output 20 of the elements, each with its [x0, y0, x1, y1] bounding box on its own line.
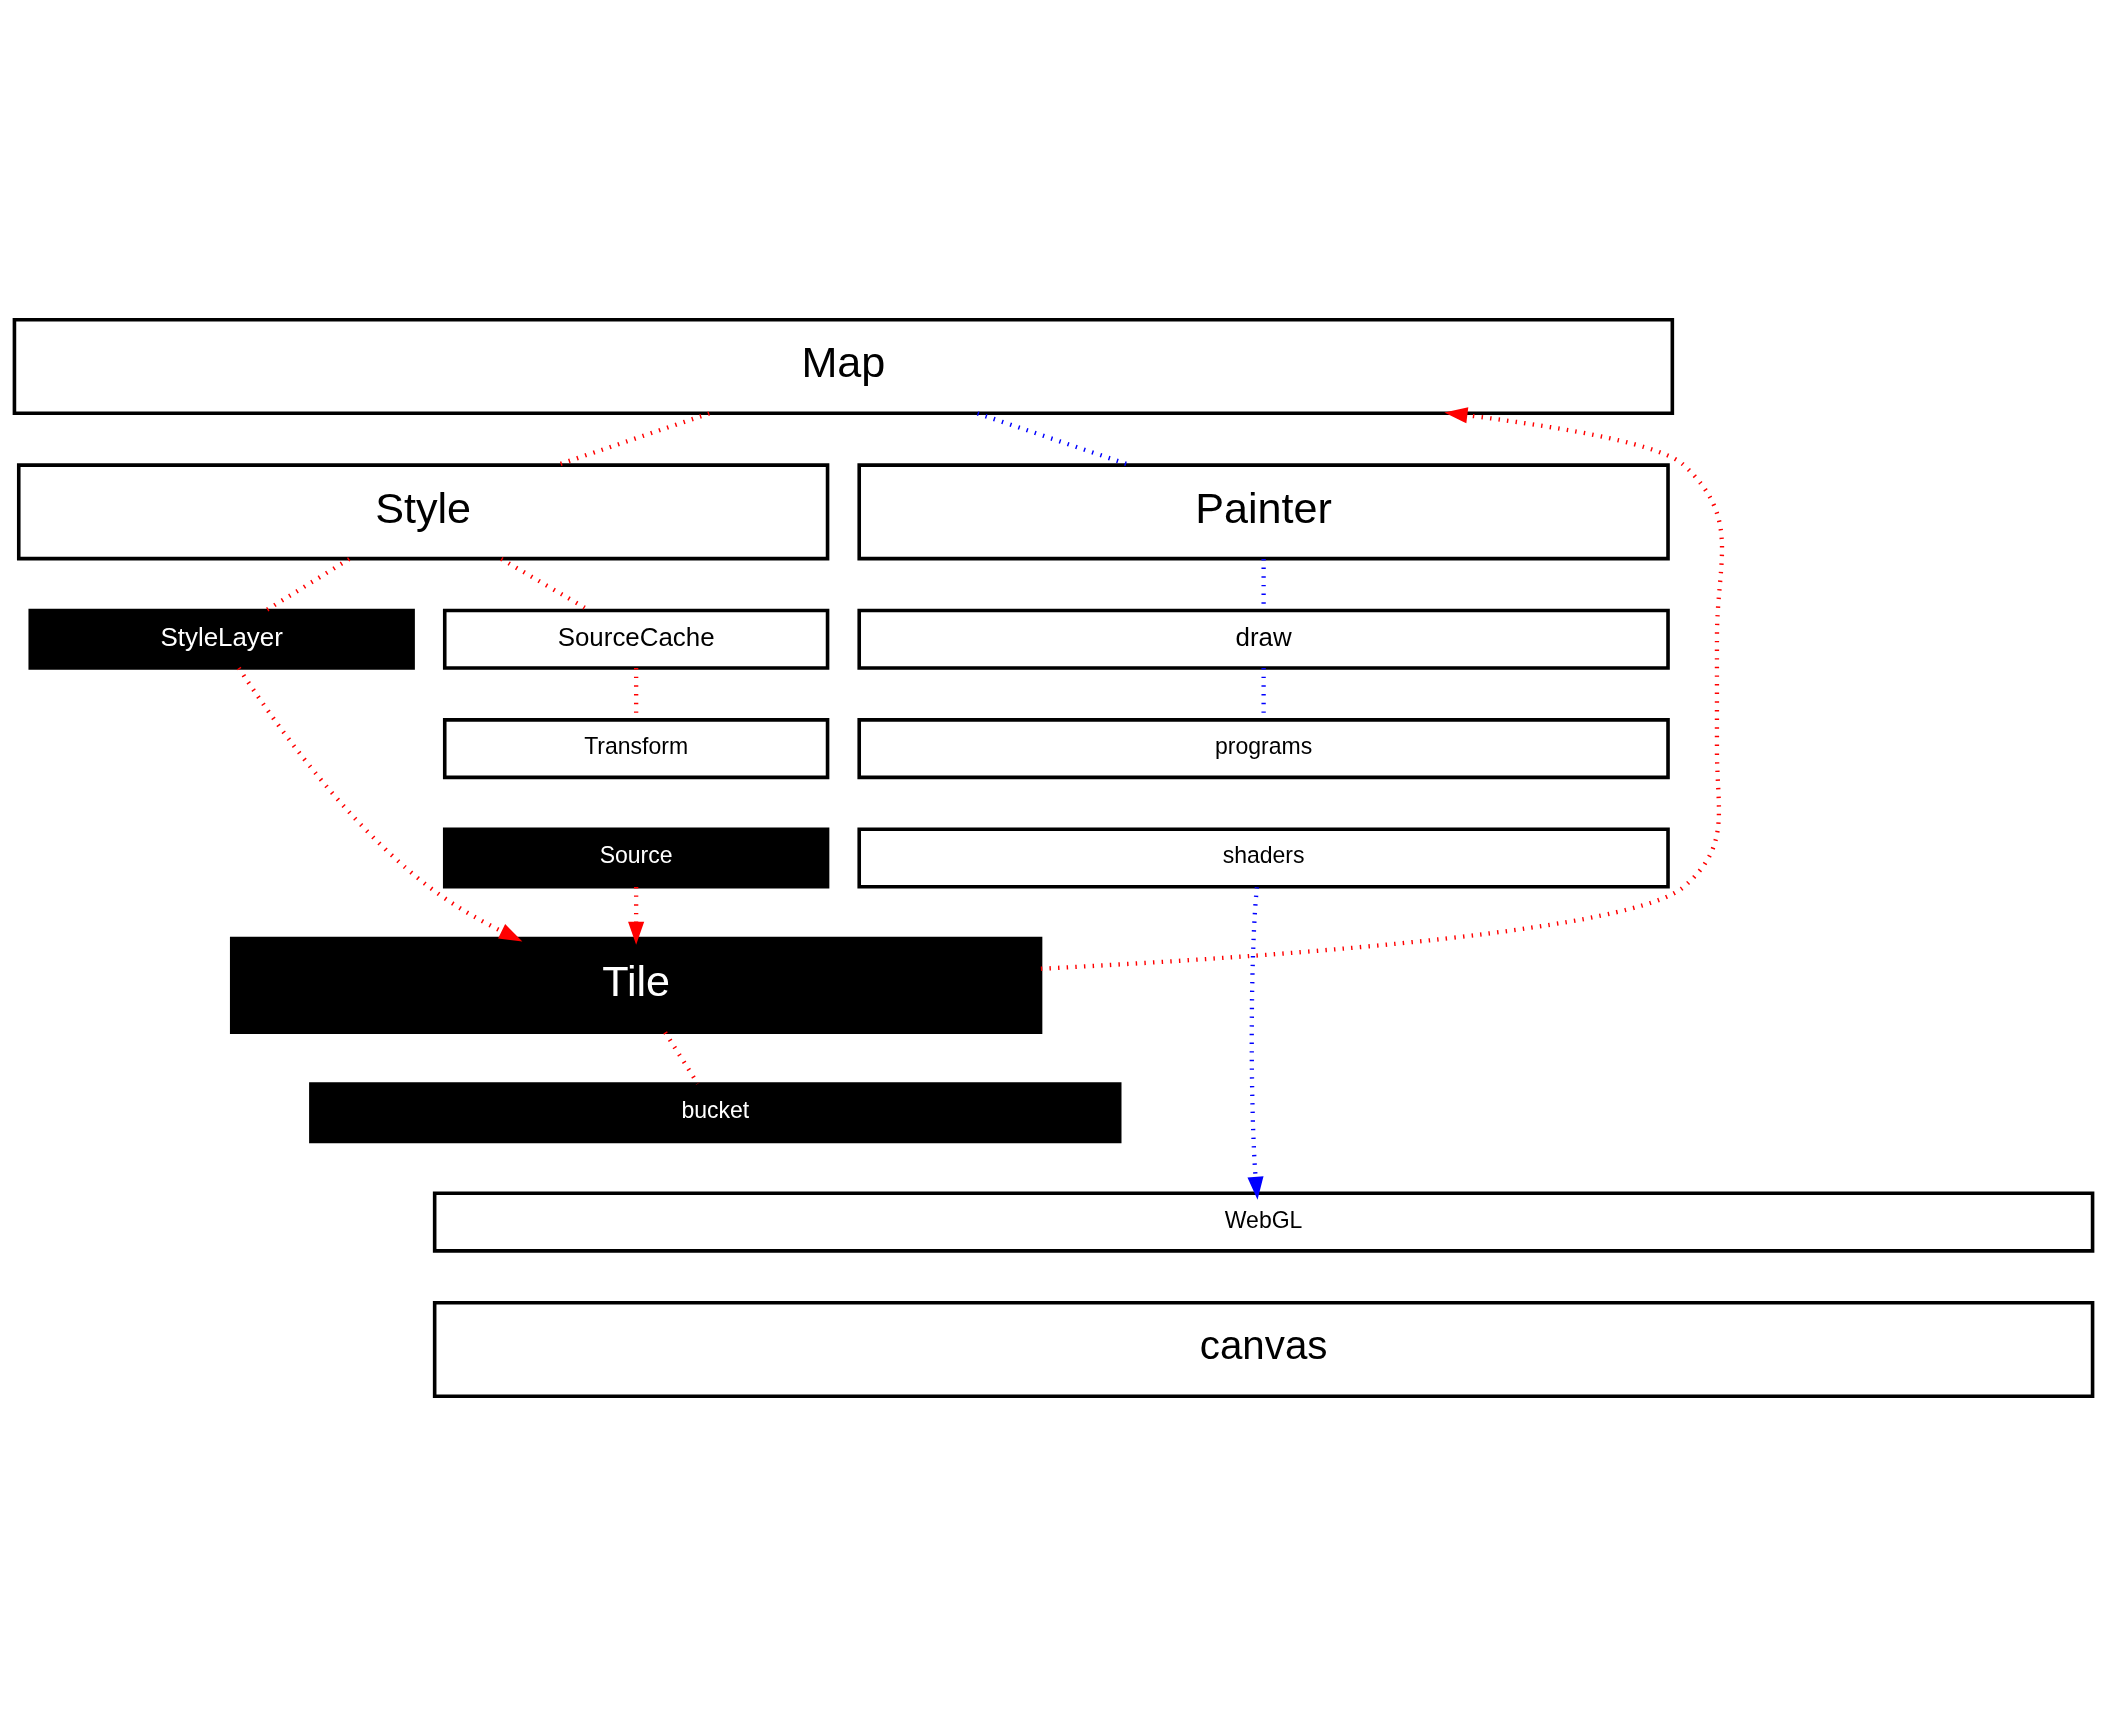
- node-box: Tile: [229, 936, 1043, 1034]
- node-box: SourceCache: [442, 608, 830, 670]
- arrow: [237, 666, 523, 941]
- node-box: draw: [857, 608, 1670, 670]
- node-box: Painter: [857, 462, 1670, 560]
- connector: [663, 1030, 700, 1085]
- node-box: programs: [857, 717, 1670, 779]
- node-box: Transform: [442, 717, 830, 779]
- node-box: bucket: [309, 1081, 1122, 1143]
- node-box: Map: [12, 317, 1675, 415]
- node-box: canvas: [432, 1300, 2095, 1398]
- arrow: [1247, 886, 1264, 1200]
- node-box: WebGL: [432, 1191, 2095, 1253]
- node-box: StyleLayer: [28, 608, 415, 670]
- node-box: Source: [442, 826, 830, 889]
- node-box: Style: [16, 462, 830, 560]
- arrow: [628, 886, 645, 945]
- connector: [265, 556, 351, 612]
- arrow: [1040, 406, 1725, 971]
- node-box: shaders: [857, 826, 1670, 889]
